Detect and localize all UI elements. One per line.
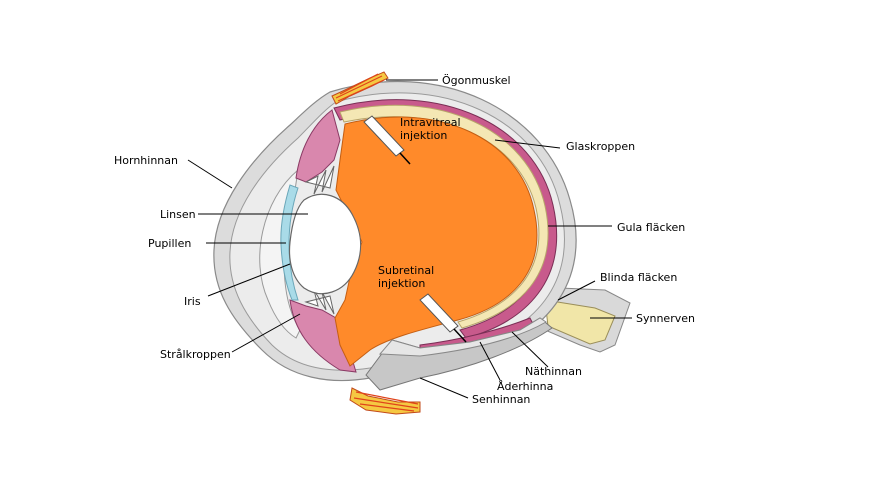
label-blinda-flacken: Blinda fläcken [600,271,677,284]
vitreous-body [334,116,538,367]
label-subretinal: Subretinal injektion [378,264,438,290]
label-glaskroppen: Glaskroppen [566,140,635,153]
label-gula-flacken: Gula fläcken [617,221,685,234]
label-subretinal-line1: Subretinal [378,264,434,277]
label-iris: Iris [184,295,201,308]
eye-muscle-top [331,71,389,105]
label-pupillen: Pupillen [148,237,191,250]
lens [288,193,362,295]
label-intravitreal: Intravitreal injektion [400,116,464,142]
eye-muscle-bottom [349,387,421,415]
label-aderhinna: Åderhinna [497,380,553,393]
optic-nerve [544,287,631,353]
label-intravitreal-line2: injektion [400,129,447,142]
label-synnerven: Synnerven [636,312,695,325]
ciliary-body [295,109,341,183]
label-hornhinnan: Hornhinnan [114,154,178,167]
label-stralkroppen: Strålkroppen [160,348,231,361]
label-linsen: Linsen [160,208,196,221]
label-intravitreal-line1: Intravitreal [400,116,461,129]
zonule-fibers [304,165,335,315]
intravitreal-needle [363,115,411,165]
label-subretinal-line2: injektion [378,277,425,290]
label-senhinnan: Senhinnan [472,393,530,406]
subretinal-needle [419,293,467,343]
leader-lines [187,79,632,399]
label-nathinnan: Näthinnan [525,365,582,378]
label-ogonmuskel: Ögonmuskel [442,74,511,87]
